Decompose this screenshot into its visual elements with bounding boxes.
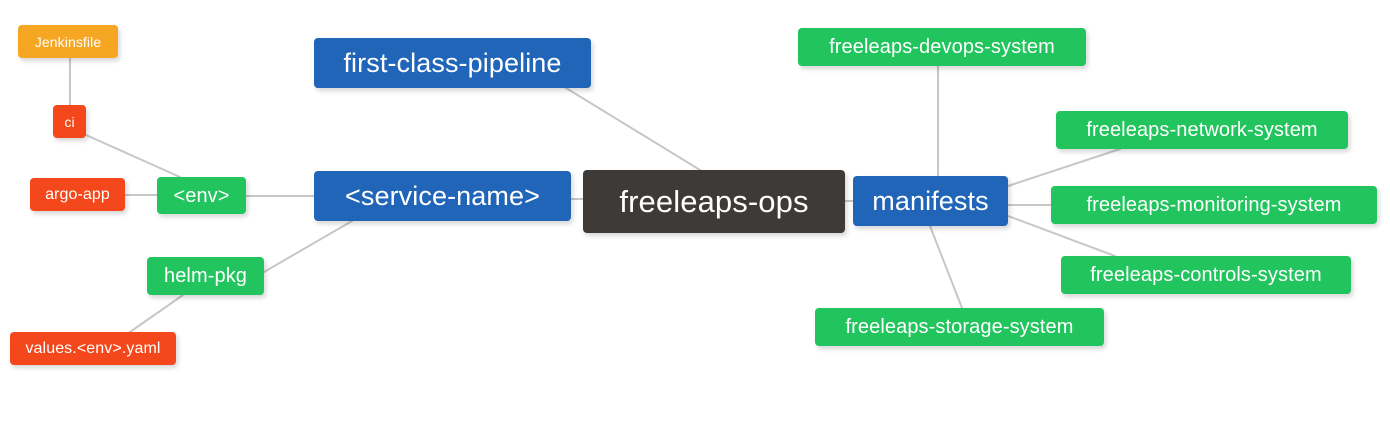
node-freeleaps-controls-system[interactable]: freeleaps-controls-system (1061, 256, 1351, 294)
node-freeleaps-ops[interactable]: freeleaps-ops (583, 170, 845, 233)
edge-ci-to-env (85, 134, 181, 178)
node-label-env: <env> (173, 184, 230, 207)
node-service-name[interactable]: <service-name> (314, 171, 571, 221)
node-label-freeleaps-controls-system: freeleaps-controls-system (1090, 264, 1322, 286)
node-manifests[interactable]: manifests (853, 176, 1008, 226)
node-freeleaps-network-system[interactable]: freeleaps-network-system (1056, 111, 1348, 149)
node-label-service-name: <service-name> (345, 180, 540, 211)
node-helm-pkg[interactable]: helm-pkg (147, 257, 264, 295)
node-label-helm-pkg: helm-pkg (163, 265, 248, 287)
node-label-freeleaps-monitoring-system: freeleaps-monitoring-system (1086, 194, 1342, 216)
node-label-freeleaps-network-system: freeleaps-network-system (1086, 119, 1318, 141)
node-label-values-yaml: values.<env>.yaml (25, 339, 161, 357)
edge-values-yaml-to-helm-pkg (129, 294, 184, 333)
node-ci[interactable]: ci (53, 105, 86, 138)
node-first-class-pipeline[interactable]: first-class-pipeline (314, 38, 591, 88)
node-argo-app[interactable]: argo-app (30, 178, 125, 211)
node-freeleaps-storage-system[interactable]: freeleaps-storage-system (815, 308, 1104, 346)
edge-first-class-pipeline-to-freeleaps-ops (565, 87, 701, 171)
node-label-manifests: manifests (872, 185, 989, 216)
node-values-yaml[interactable]: values.<env>.yaml (10, 332, 176, 365)
edge-manifests-to-freeleaps-network-system (1007, 148, 1121, 187)
node-env[interactable]: <env> (157, 177, 246, 214)
node-jenkinsfile[interactable]: Jenkinsfile (18, 25, 118, 58)
node-label-argo-app: argo-app (45, 185, 110, 203)
node-freeleaps-monitoring-system[interactable]: freeleaps-monitoring-system (1051, 186, 1377, 224)
node-label-freeleaps-devops-system: freeleaps-devops-system (829, 36, 1055, 58)
node-freeleaps-devops-system[interactable]: freeleaps-devops-system (798, 28, 1086, 66)
node-label-first-class-pipeline: first-class-pipeline (343, 47, 562, 78)
node-label-freeleaps-ops: freeleaps-ops (619, 184, 809, 219)
node-label-ci: ci (64, 113, 75, 130)
node-label-jenkinsfile: Jenkinsfile (34, 33, 102, 50)
edge-helm-pkg-to-service-name (263, 220, 353, 273)
node-label-freeleaps-storage-system: freeleaps-storage-system (845, 316, 1074, 338)
edge-manifests-to-freeleaps-storage-system (929, 225, 963, 309)
